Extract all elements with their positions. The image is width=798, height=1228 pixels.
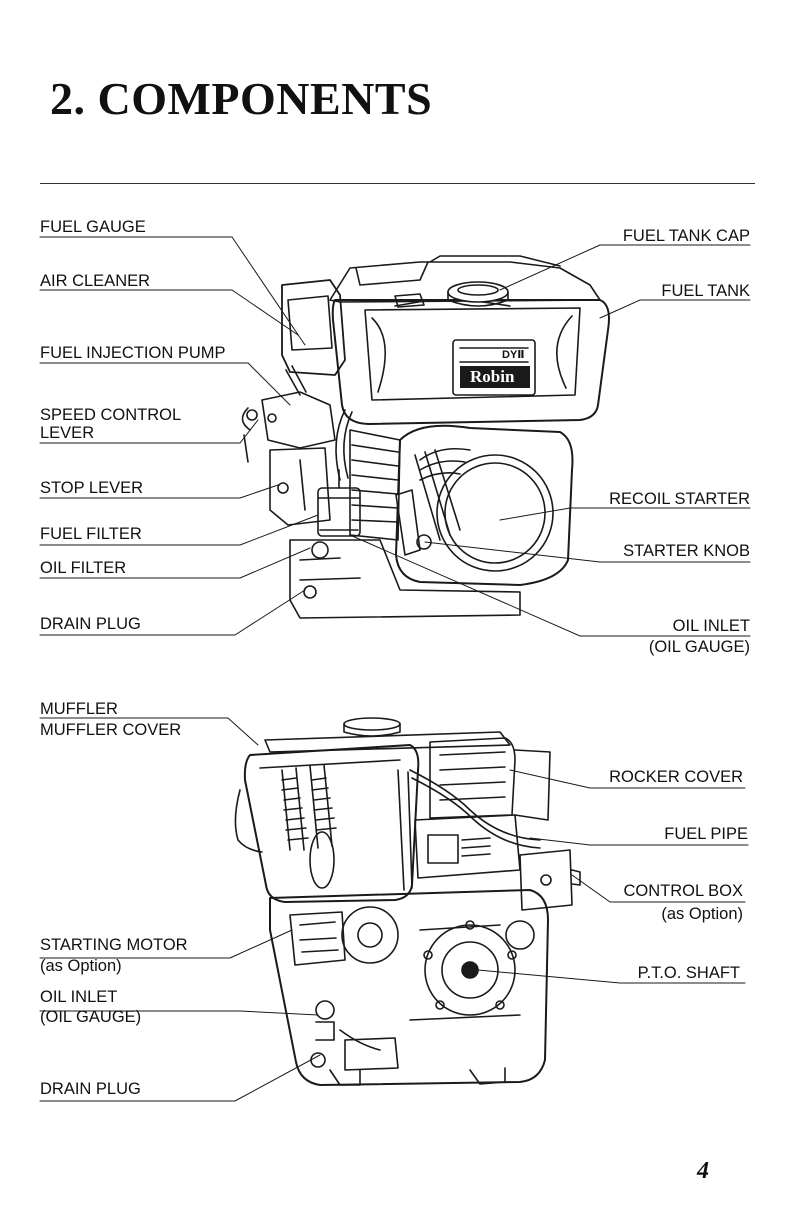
label-fuel-gauge: FUEL GAUGE <box>40 218 146 236</box>
label-starting-motor-note: (as Option) <box>40 957 122 975</box>
label-muffler: MUFFLER <box>40 700 118 718</box>
label-oil-gauge: (OIL GAUGE) <box>648 638 750 656</box>
label-oil-inlet-2: OIL INLET <box>40 988 118 1006</box>
title-rule <box>40 183 755 184</box>
label-drain-plug-2: DRAIN PLUG <box>40 1080 141 1098</box>
label-control-box: CONTROL BOX <box>623 882 744 900</box>
label-pto-shaft: P.T.O. SHAFT <box>637 964 740 982</box>
label-speed-control-lever-line2: LEVER <box>40 424 95 442</box>
label-muffler-cover: MUFFLER COVER <box>40 721 182 739</box>
engine-illustration-1 <box>241 255 610 619</box>
label-oil-filter: OIL FILTER <box>40 559 127 577</box>
leader-lines-2 <box>39 717 749 1102</box>
page-number: 4 <box>697 1158 709 1184</box>
model-badge-text: DYⅡ <box>502 349 525 361</box>
label-fuel-tank: FUEL TANK <box>661 282 750 300</box>
engine-illustration-2 <box>234 717 581 1086</box>
brand-logo-text: Robin <box>470 367 515 386</box>
label-stop-lever: STOP LEVER <box>40 479 144 497</box>
label-rocker-cover: ROCKER COVER <box>609 768 743 786</box>
page-title: 2. COMPONENTS <box>50 73 433 124</box>
label-starting-motor: STARTING MOTOR <box>40 936 188 954</box>
leader-lines-1 <box>39 236 751 637</box>
label-oil-inlet: OIL INLET <box>672 617 750 635</box>
label-oil-gauge-2: (OIL GAUGE) <box>40 1008 142 1026</box>
label-starter-knob: STARTER KNOB <box>623 542 750 560</box>
label-control-box-note: (as Option) <box>661 905 743 923</box>
label-drain-plug: DRAIN PLUG <box>40 615 141 633</box>
label-air-cleaner: AIR CLEANER <box>40 272 151 290</box>
label-fuel-pipe: FUEL PIPE <box>664 825 748 843</box>
label-fuel-tank-cap: FUEL TANK CAP <box>622 227 750 245</box>
label-fuel-filter: FUEL FILTER <box>40 525 142 543</box>
label-fuel-injection-pump: FUEL INJECTION PUMP <box>40 344 226 362</box>
label-speed-control-lever-line1: SPEED CONTROL <box>40 406 182 424</box>
label-recoil-starter: RECOIL STARTER <box>609 490 750 508</box>
